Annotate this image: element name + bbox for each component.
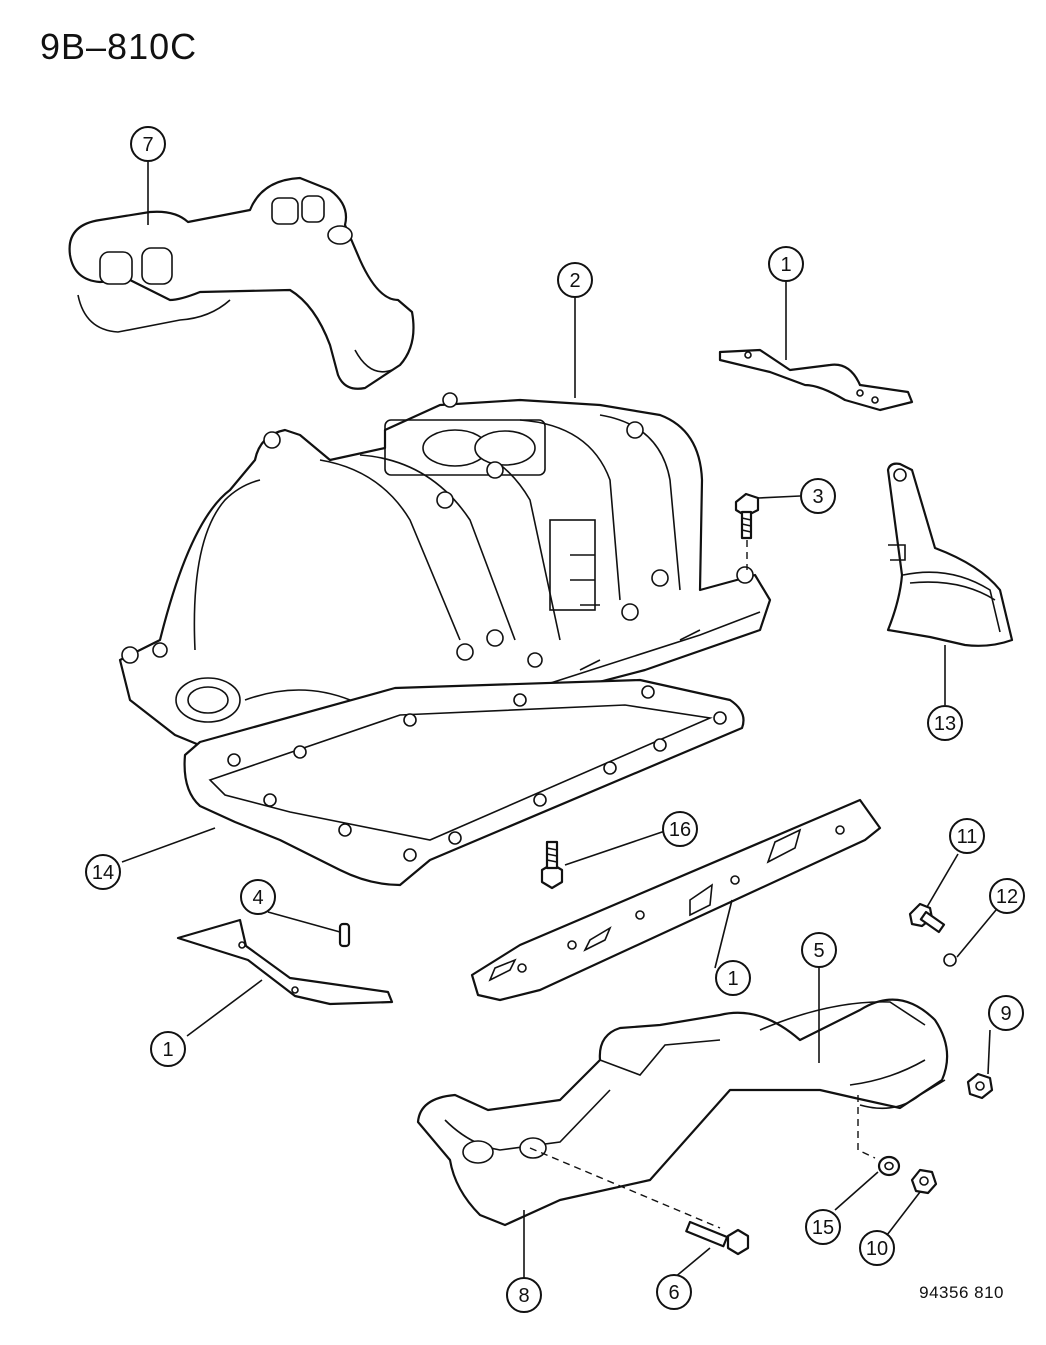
svg-text:1: 1 xyxy=(727,968,738,990)
callout-1-lower-right: 1 xyxy=(715,960,751,996)
bolt-part-16 xyxy=(540,840,564,890)
callout-6: 6 xyxy=(656,1274,692,1310)
callout-7: 7 xyxy=(130,126,166,162)
svg-text:15: 15 xyxy=(812,1217,834,1239)
callout-1-lower-left: 1 xyxy=(150,1031,186,1067)
svg-text:13: 13 xyxy=(934,713,956,735)
callout-12: 12 xyxy=(989,878,1025,914)
nut-part-9 xyxy=(966,1072,994,1100)
callout-16: 16 xyxy=(662,811,698,847)
exhaust-gasket-lower-right xyxy=(470,798,882,1002)
callout-14: 14 xyxy=(85,854,121,890)
water-crossover-part xyxy=(68,176,415,390)
pin-part-4 xyxy=(338,922,351,948)
bolt-part-11 xyxy=(908,902,946,934)
svg-text:7: 7 xyxy=(142,134,153,156)
callout-5: 5 xyxy=(801,932,837,968)
svg-text:1: 1 xyxy=(162,1039,173,1061)
nut-part-10 xyxy=(910,1168,938,1195)
clip-part-12 xyxy=(943,953,957,967)
callout-3: 3 xyxy=(800,478,836,514)
diagram-title: 9B–810C xyxy=(40,26,198,67)
svg-text:3: 3 xyxy=(812,486,823,508)
callout-15: 15 xyxy=(805,1209,841,1245)
callout-13: 13 xyxy=(927,705,963,741)
exhaust-manifold-part-8 xyxy=(416,998,949,1229)
bolt-part-6 xyxy=(685,1220,750,1256)
callout-10: 10 xyxy=(859,1230,895,1266)
svg-text:2: 2 xyxy=(569,270,580,292)
svg-text:8: 8 xyxy=(518,1285,529,1307)
svg-text:9: 9 xyxy=(1000,1003,1011,1025)
heat-shield-bracket-lower-left xyxy=(176,918,394,1006)
heat-shield-part-13 xyxy=(886,462,1014,647)
callout-8: 8 xyxy=(506,1277,542,1313)
callout-9: 9 xyxy=(988,995,1024,1031)
callout-2: 2 xyxy=(557,262,593,298)
svg-text:5: 5 xyxy=(813,940,824,962)
svg-text:10: 10 xyxy=(866,1238,888,1260)
svg-text:1: 1 xyxy=(780,254,791,276)
bolt-part-3 xyxy=(734,492,760,570)
callout-4: 4 xyxy=(240,879,276,915)
callout-1-upper: 1 xyxy=(768,246,804,282)
svg-text:12: 12 xyxy=(996,886,1018,908)
heat-shield-bracket-upper xyxy=(718,348,914,412)
reference-code: 94356 810 xyxy=(919,1283,1004,1302)
callout-11: 11 xyxy=(949,818,985,854)
svg-text:4: 4 xyxy=(252,887,263,909)
svg-text:6: 6 xyxy=(668,1282,679,1304)
svg-text:11: 11 xyxy=(957,826,978,848)
manifold-gasket-part-14 xyxy=(183,678,745,887)
svg-text:16: 16 xyxy=(669,819,691,841)
svg-text:14: 14 xyxy=(92,862,114,884)
leader-lines xyxy=(121,162,997,1279)
washer-part-15 xyxy=(877,1155,901,1177)
